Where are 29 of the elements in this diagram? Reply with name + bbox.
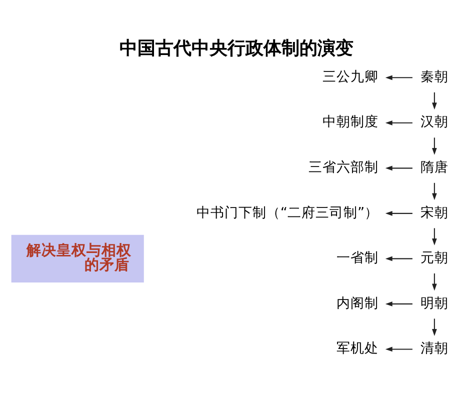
diagram-title: 中国古代中央行政体制的演变 [120, 37, 354, 58]
node-text: 汉朝 [420, 114, 448, 130]
arrow [385, 120, 412, 125]
arrow [385, 74, 412, 80]
arrow [385, 165, 412, 170]
arrow [432, 272, 437, 290]
node-text: 军机处 [336, 340, 379, 356]
node-text: 宋朝 [420, 204, 448, 220]
node-text: 隋唐 [420, 158, 448, 175]
arrow [385, 256, 412, 261]
node-text: 元朝 [420, 250, 448, 266]
node-text: 中书门下制（“二府三司制”） [196, 204, 379, 220]
arrow [385, 210, 412, 216]
node-text: 明朝 [420, 294, 448, 311]
arrow [432, 182, 437, 200]
node-text: 内阁制 [336, 294, 379, 311]
node-box: 解决皇权与相权的矛盾 [11, 234, 144, 282]
arrow [432, 92, 437, 110]
arrow [432, 137, 437, 154]
node-text: 三公九卿 [322, 68, 379, 84]
arrow [385, 346, 412, 352]
arrow [432, 228, 437, 245]
node-text: 秦朝 [420, 68, 448, 84]
node-text: 清朝 [420, 340, 448, 356]
node-text: 中朝制度 [322, 114, 379, 130]
node-text: 三省六部制 [308, 158, 379, 175]
node-text: 一省制 [336, 250, 379, 266]
arrow [432, 318, 437, 336]
arrow [385, 301, 412, 306]
